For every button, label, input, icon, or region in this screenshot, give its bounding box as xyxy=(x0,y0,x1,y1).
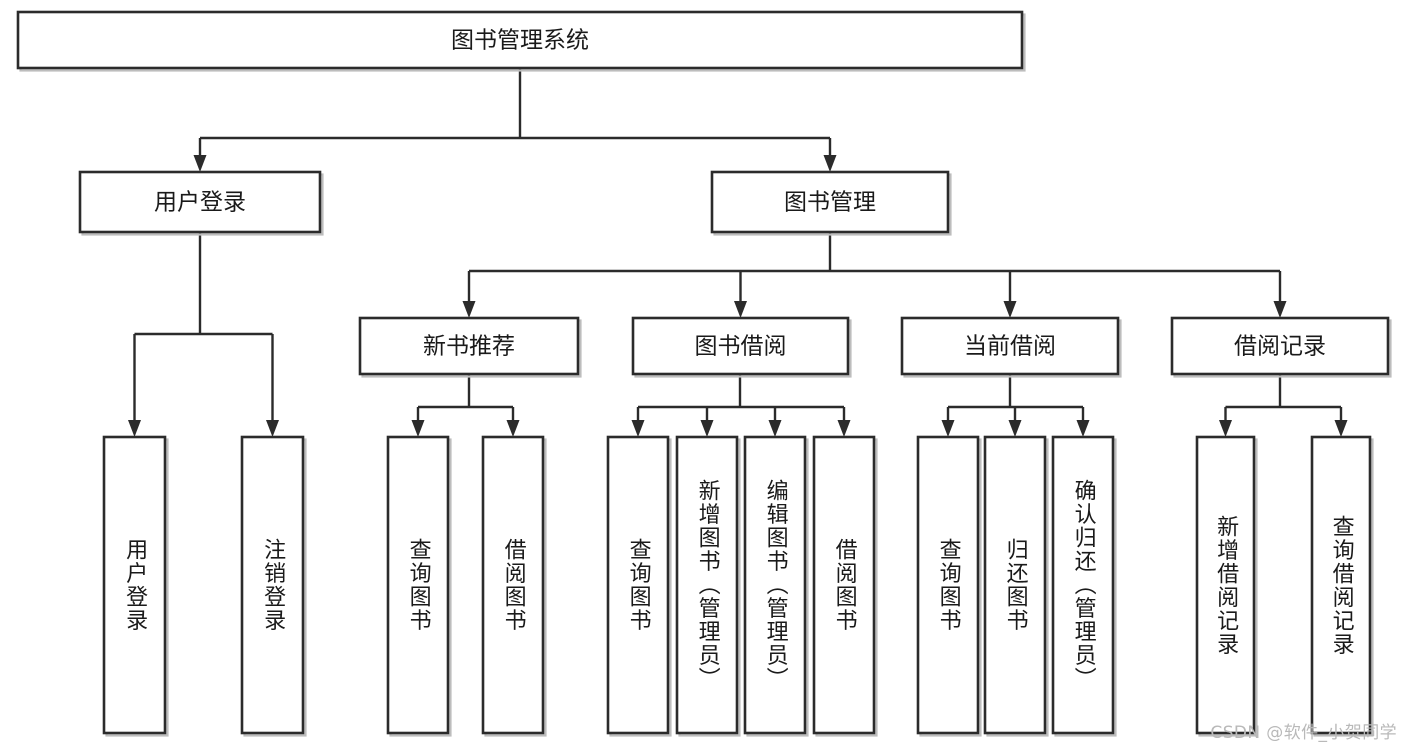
node-current[interactable]: 当前借阅 xyxy=(900,316,1122,378)
connector-edge-login-children xyxy=(128,232,279,437)
node-leaf-query-book[interactable] xyxy=(606,435,672,737)
node-leaf-borrow-book-new[interactable] xyxy=(481,435,547,737)
node-root[interactable]: 图书管理系统 xyxy=(16,10,1026,72)
node-leaf-edit-book[interactable] xyxy=(743,435,809,737)
node-bookmgmt[interactable]: 图书管理 xyxy=(710,170,952,236)
node-label: 当前借阅 xyxy=(964,334,1056,360)
node-leaf-confirm-return[interactable] xyxy=(1051,435,1117,737)
connector-edge-borrow-children xyxy=(631,374,851,437)
node-label: 用户登录 xyxy=(154,190,246,216)
node-records[interactable]: 借阅记录 xyxy=(1170,316,1392,378)
connector-edge-bookmgmt-children xyxy=(462,232,1287,318)
node-label: 图书借阅 xyxy=(695,334,787,360)
node-newbook[interactable]: 新书推荐 xyxy=(358,316,582,378)
node-leaf-user-login[interactable] xyxy=(102,435,169,737)
csdn-watermark: CSDN @软件_小贺同学 xyxy=(1210,723,1397,743)
node-leaf-query-record[interactable] xyxy=(1310,435,1374,737)
node-leaf-return-book[interactable] xyxy=(983,435,1049,737)
edges-layer xyxy=(128,68,1348,437)
node-leaf-add-record[interactable] xyxy=(1195,435,1258,737)
node-leaf-borrow-book[interactable] xyxy=(812,435,878,737)
connector-edge-records-children xyxy=(1219,374,1348,437)
node-login[interactable]: 用户登录 xyxy=(78,170,324,236)
node-label: 图书管理 xyxy=(784,190,876,216)
connector-edge-newbook-children xyxy=(411,374,520,437)
node-leaf-user-logout[interactable] xyxy=(240,435,307,737)
connector-edge-root-children xyxy=(193,68,837,172)
node-leaf-query-book-cur[interactable] xyxy=(916,435,982,737)
connector-edge-current-children xyxy=(941,374,1090,437)
node-leaf-add-book[interactable] xyxy=(675,435,741,737)
node-label: 图书管理系统 xyxy=(451,28,589,54)
node-leaf-query-book-new[interactable] xyxy=(386,435,452,737)
node-label: 新书推荐 xyxy=(423,334,515,360)
node-label: 借阅记录 xyxy=(1234,334,1326,360)
node-borrow[interactable]: 图书借阅 xyxy=(631,316,852,378)
